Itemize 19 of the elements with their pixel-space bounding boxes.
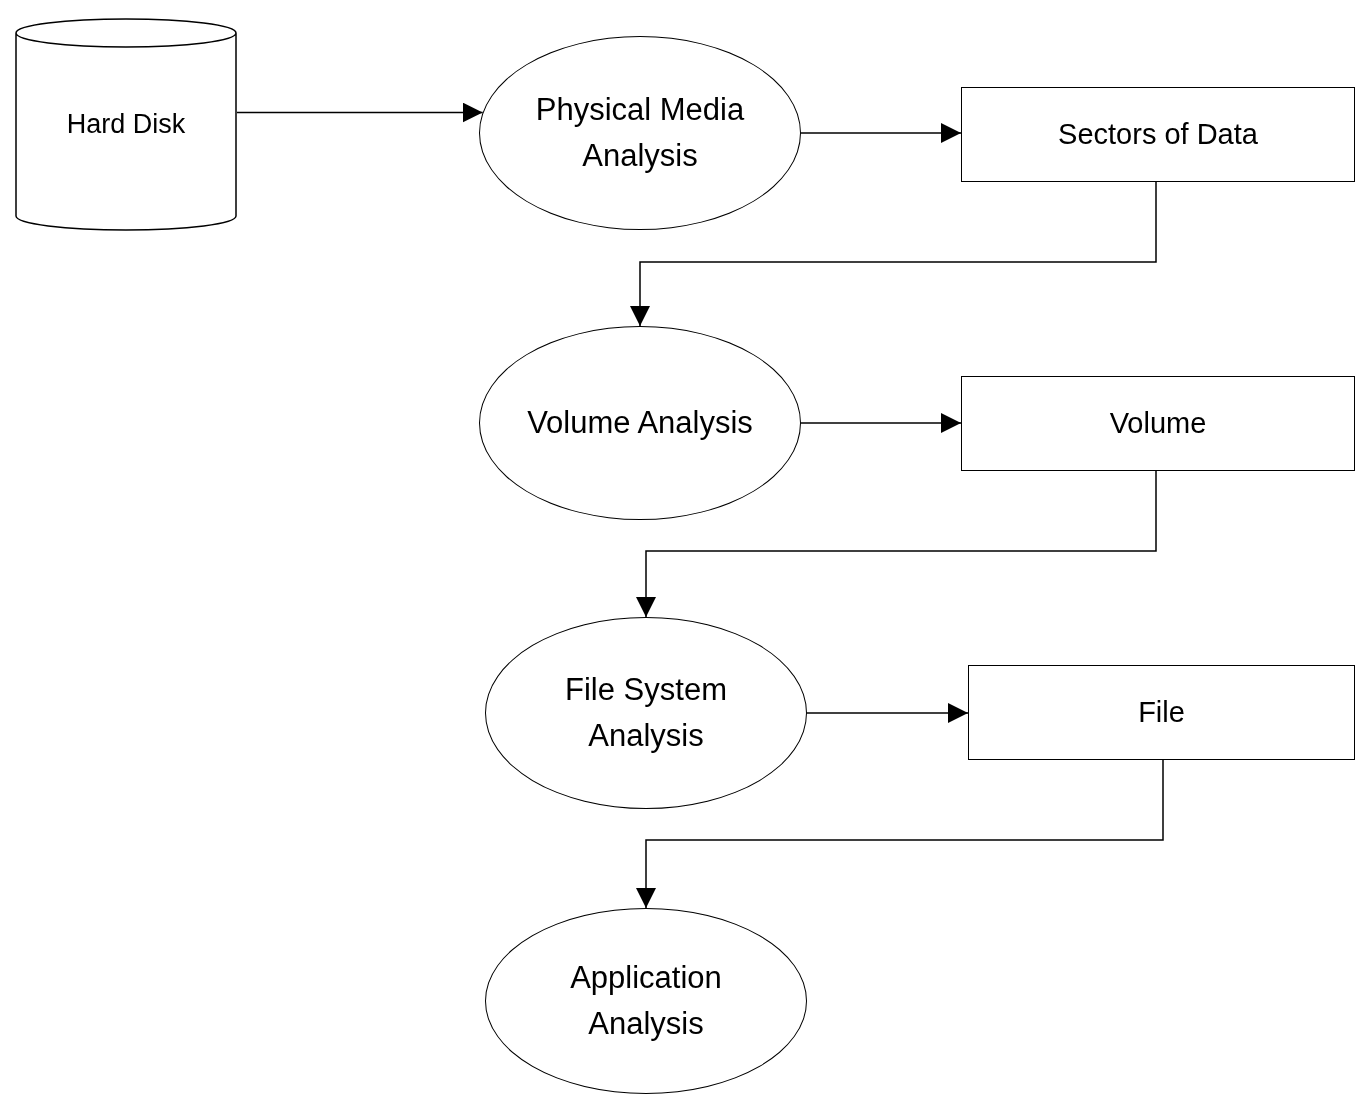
arrow [636, 470, 1157, 618]
node-label: Sectors of Data [1058, 116, 1258, 152]
hard-disk-cylinder [15, 18, 237, 231]
arrow [806, 703, 969, 723]
node-label: File System Analysis [564, 670, 728, 755]
node-label: Volume Analysis [527, 403, 753, 442]
arrow [630, 181, 1157, 327]
node-label: File [1138, 694, 1185, 730]
data-box [961, 376, 1355, 471]
data-box [961, 87, 1355, 182]
node-label: Physical Media Analysis [534, 90, 746, 175]
arrow [800, 123, 962, 143]
arrow [800, 413, 962, 433]
node-label: Application Analysis [569, 958, 723, 1043]
arrow [636, 759, 1164, 909]
node-label: Hard Disk [66, 108, 186, 142]
node-label: Volume [1109, 405, 1207, 441]
data-box [968, 665, 1355, 760]
arrow [236, 102, 484, 123]
